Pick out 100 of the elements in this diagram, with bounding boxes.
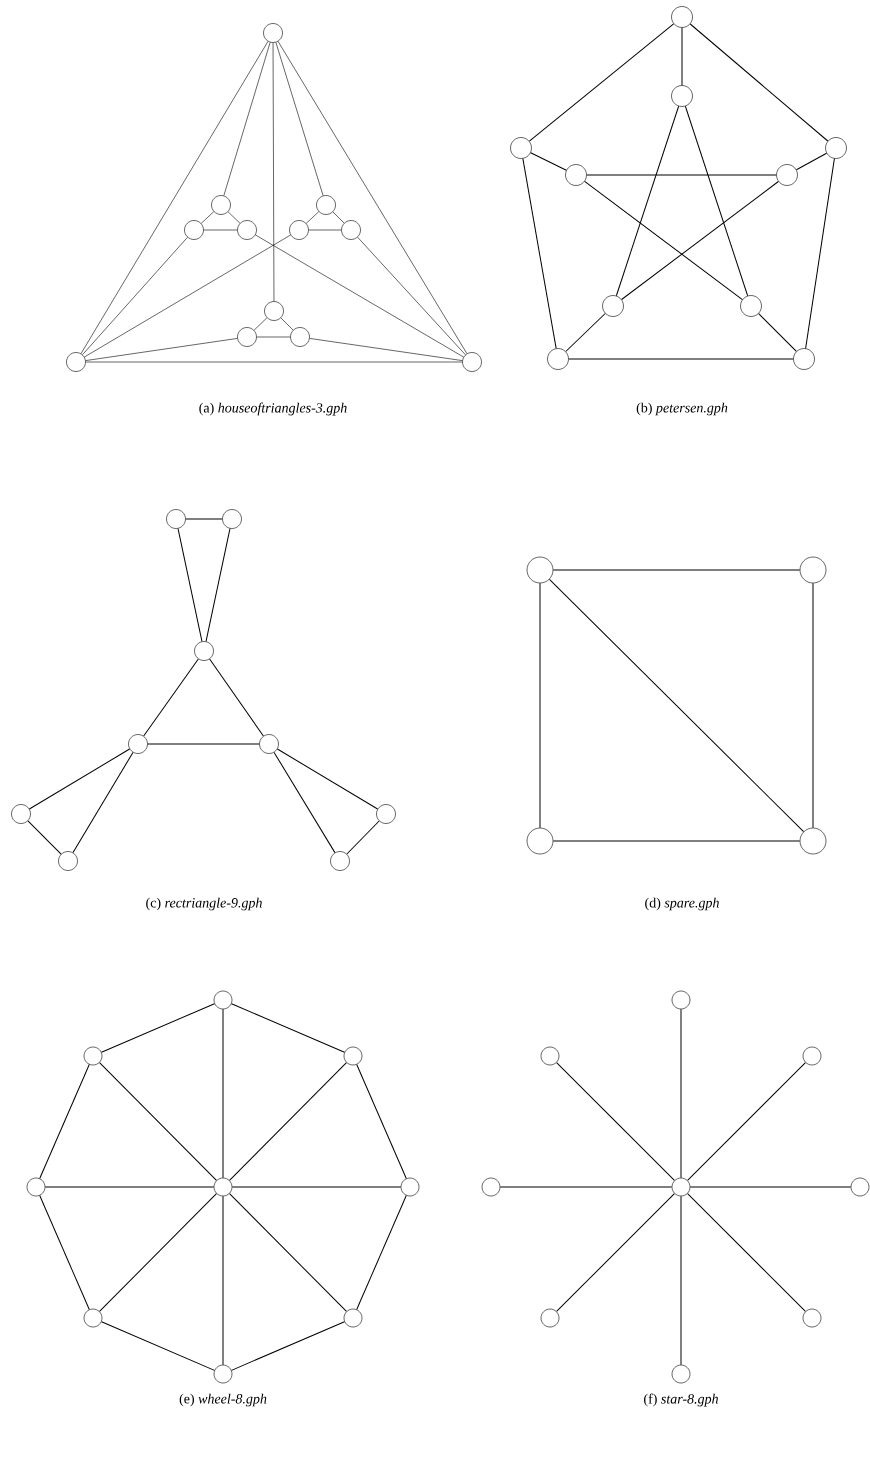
vertex-circle [799,827,827,855]
graph-edge [39,1064,90,1179]
vertex-circle [237,220,257,240]
vertex-circle [128,734,148,754]
vertex-circle [289,220,309,240]
graph-edge [305,211,320,224]
subfigure-caption: (b) petersen.gph [636,402,728,416]
graph-edge [548,578,805,833]
graph-edge [272,42,275,302]
vertex-circle [793,348,815,370]
graph-edge [229,1193,347,1312]
graph-edge [309,338,463,361]
vertex-circle [26,1177,46,1197]
graph-edge [522,158,557,349]
graph-edge [275,42,324,196]
graph-edge [85,338,238,361]
vertex-circle [263,23,283,43]
vertex-circle [481,1177,501,1197]
subfigure-caption: (f) star-8.gph [644,1393,718,1407]
vertex-circle [194,641,214,661]
graph-edge [231,1186,402,1188]
graph-edge [255,234,464,358]
vertex-circle [222,509,242,529]
graph-edge [357,236,466,356]
vertex-circle [802,1046,822,1066]
graph-edge [556,1062,675,1181]
graph-edge [222,1008,224,1179]
graph-edge [222,1195,224,1366]
graph-edge [356,1064,407,1179]
graph-edge [253,317,268,331]
subfigure-caption: (a) houseoftriangles-3.gph [199,402,347,416]
graph-edge [565,313,606,352]
graph-edge [552,840,801,842]
graph-edge [44,1186,215,1188]
vertex-circle [540,1308,560,1328]
graph-edge [273,751,336,854]
graph-edge [200,211,215,224]
vertex-circle [83,1308,103,1328]
graph-edge [256,336,291,338]
graph-edge [687,1062,806,1181]
vertex-circle [211,195,231,215]
vertex-circle [316,195,336,215]
vertex-circle [671,990,691,1010]
vertex-circle [264,301,284,321]
vertex-circle [825,137,847,159]
vertex-circle [565,164,587,186]
vertex-circle [213,1364,233,1384]
graph-edge [586,174,777,176]
vertex-circle [213,990,233,1010]
graph-edge [84,234,291,358]
graph-edge [687,1193,806,1312]
graph-edge [346,820,380,855]
graph-edge [101,1003,215,1053]
graph-edge [568,358,794,360]
graph-edge [332,211,345,224]
vertex-circle [58,851,78,871]
graph-edge [223,42,271,196]
graph-edge [203,229,238,231]
graph-edge [227,211,241,224]
graph-edge [280,317,294,331]
vertex-circle [671,85,693,107]
vertex-circle [400,1177,420,1197]
graph-edge [812,582,814,829]
vertex-circle [343,1308,363,1328]
vertex-circle [547,348,569,370]
graph-edge [205,528,231,642]
graph-edge [528,23,675,142]
vertex-circle [740,295,762,317]
graph-edge [143,658,199,737]
vertex-circle [330,851,350,871]
subfigure-caption: (c) rectriangle-9.gph [146,897,262,911]
vertex-circle [602,295,624,317]
graph-edge [209,658,264,737]
vertex-circle [671,1177,691,1197]
graph-edge [80,41,269,354]
vertex-circle [799,556,827,584]
vertex-circle [462,352,482,372]
graph-edge [621,181,779,300]
vertex-circle [213,1177,233,1197]
vertex-circle [11,804,31,824]
vertex-circle [259,734,279,754]
vertex-circle [184,220,204,240]
vertex-circle [343,1046,363,1066]
vertex-circle [671,6,693,28]
graph-edge [99,1193,217,1312]
graph-edge [101,1321,215,1371]
graph-edge [99,1062,217,1181]
graph-edge [231,1003,345,1053]
vertex-circle [66,352,86,372]
graph-edge [72,751,134,854]
vertex-circle [540,1046,560,1066]
graph-edge [552,569,801,571]
vertex-circle [341,220,361,240]
vertex-circle [166,509,186,529]
graph-edge [177,528,203,642]
graph-edge [680,1195,682,1366]
vertex-circle [526,827,554,855]
graph-edge [277,41,468,354]
graph-edge [681,27,683,86]
graph-edge [615,105,680,297]
